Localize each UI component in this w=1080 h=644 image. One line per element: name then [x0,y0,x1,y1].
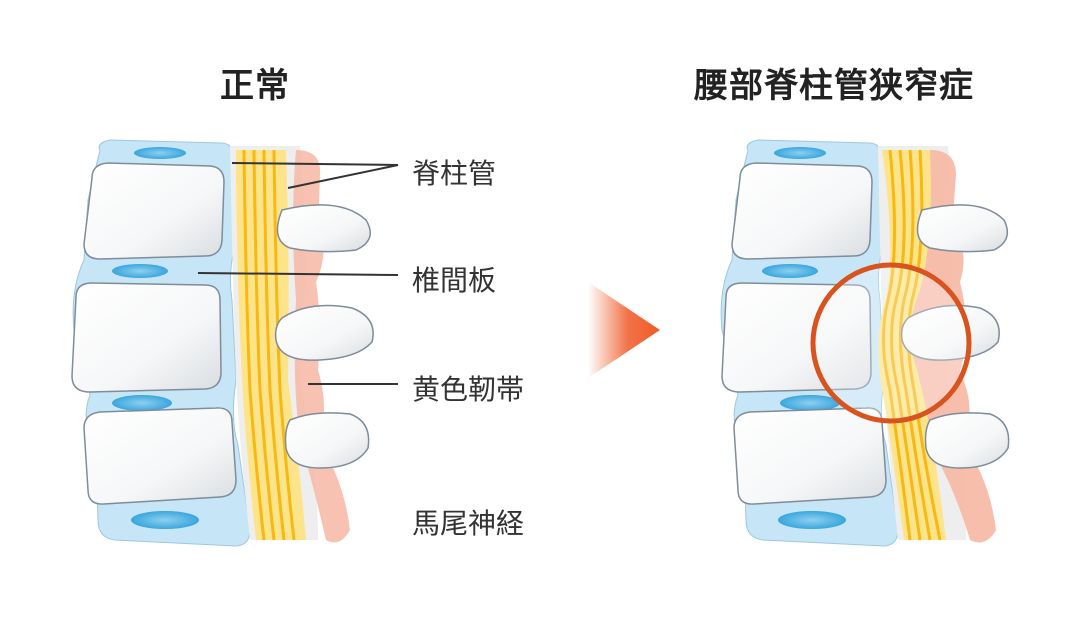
title-stenosis: 腰部脊柱管狭窄症 [694,66,974,106]
normal-spine [71,139,399,547]
label-ligamentum-flavum: 黄色靭帯 [412,373,525,406]
spinous-process [900,304,1000,361]
disc-nucleus [131,511,199,529]
disc-nucleus [112,264,168,278]
leader-lines [197,162,399,385]
label-cauda-equina: 馬尾神経 [412,507,525,540]
right-arrow-icon [588,282,660,378]
stenosis-highlight-ring [810,262,972,424]
nerve-fibers [242,149,296,541]
disc-nucleus [778,511,846,529]
spinous-process [274,304,374,361]
vertebral-body [733,407,887,505]
nerve-fibers [882,149,942,541]
leader-line-canal-ligament [287,164,399,189]
disc-nucleus [134,147,186,159]
vertebral-body [721,282,872,393]
stenosis-spine [720,139,1010,547]
leader-line-disc [197,272,399,276]
disc-nucleus [112,395,172,411]
vertebral-body [71,282,222,393]
vertebral-body [83,407,237,505]
label-spinal-canal: 脊柱管 [412,157,497,190]
disc-nucleus [774,147,826,159]
vertebral-body [731,162,873,260]
label-intervertebral-disc: 椎間板 [412,264,497,297]
leader-line-canal [231,162,399,166]
vertebral-body [83,162,225,260]
disc-nucleus [762,264,818,278]
spinous-process [916,204,1009,253]
spinous-process [276,204,371,253]
disc-nucleus [780,395,840,411]
title-normal: 正常 [220,66,290,106]
spinous-process [924,412,1010,469]
spinous-process [284,412,370,469]
